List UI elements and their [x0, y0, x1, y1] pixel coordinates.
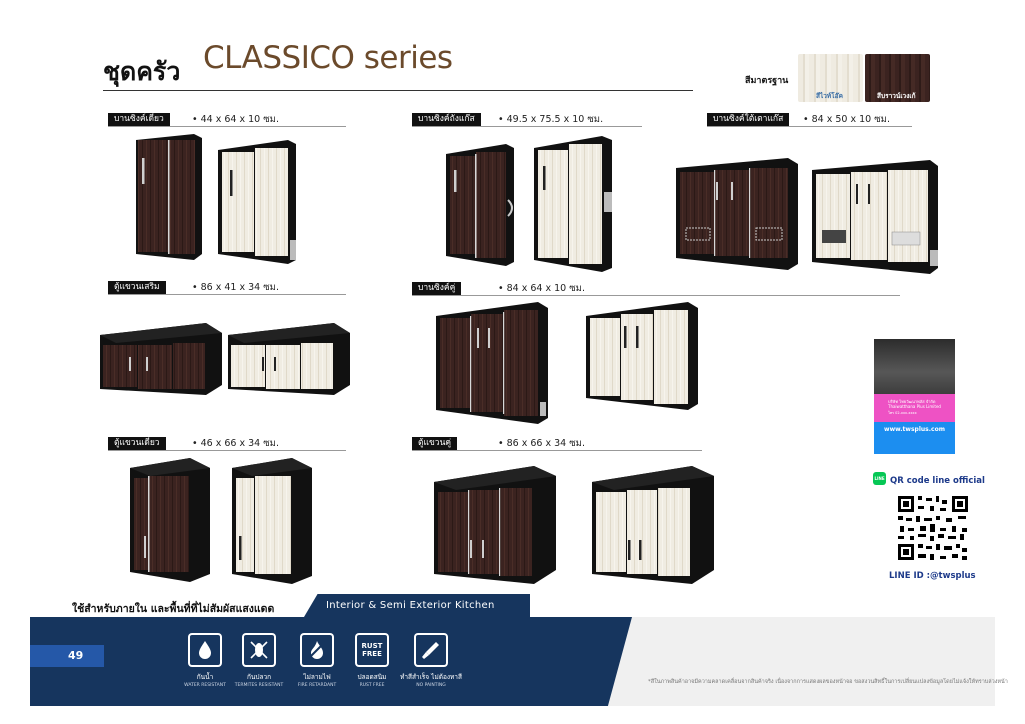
product-dimensions: • 86 x 41 x 34 ซม. [192, 282, 279, 293]
company-ad-banner[interactable]: บริษัท ไทยวัฒนาพลัส จำกัด Thaiwatthana P… [874, 339, 955, 454]
feature-label-thai: ไม่ลามไฟ [303, 673, 331, 681]
water-drop-icon [188, 633, 222, 667]
ad-url-block: www.twsplus.com [874, 422, 955, 454]
ad-contact: โทร 02-xxx-xxxx [888, 411, 917, 415]
line-qr-code[interactable] [896, 494, 970, 562]
product-name: บานซิงค์ถังแก๊ส [412, 113, 481, 126]
feature-label-english: FIRE RETARDANT [297, 683, 337, 688]
feature-no-painting: ทำสีสำเร็จ ไม่ต้องทาสี NO PAINTING [396, 633, 466, 688]
product-dimensions: • 44 x 64 x 10 ซม. [192, 114, 279, 125]
product-name: ตู้แขวนคู่ [412, 437, 458, 450]
feature-label-english: TERMITES RESISTANT [234, 683, 284, 688]
rust-free-icon: RUST FREE [355, 633, 389, 667]
swatch-white-oak [798, 54, 863, 102]
ad-url: www.twsplus.com [884, 426, 945, 433]
swatch-brown-wenge [865, 54, 930, 102]
ad-company-block: บริษัท ไทยวัฒนาพลัส จำกัด Thaiwatthana P… [874, 394, 955, 422]
cabinet-extra-wall-light [228, 323, 350, 395]
cabinet-single-sink-dark [132, 134, 204, 260]
feature-label-english: RUST FREE [359, 683, 385, 688]
cabinet-double-sink-light [586, 302, 700, 410]
product-dimensions: • 84 x 50 x 10 ซม. [803, 114, 890, 125]
cabinet-under-stove-light [812, 160, 940, 274]
spec-rule [412, 295, 900, 296]
usage-tab [304, 594, 530, 617]
product-name: บานซิงค์เดี่ยว [108, 113, 170, 126]
feature-label-thai: กันปลวก [246, 673, 272, 681]
footer-grey-band [600, 617, 995, 706]
line-app-icon: LINE [873, 472, 886, 485]
qr-code-title: QR code line official [890, 476, 985, 486]
swatch-brown-wenge-label: สีบราวน์เวงเก้ [877, 92, 916, 100]
feature-fire-retardant: ไม่ลามไฟ FIRE RETARDANT [282, 633, 352, 688]
spec-rule [108, 450, 346, 451]
spec-rule [412, 126, 642, 127]
product-name: ตู้แขวนเสริม [108, 281, 166, 294]
cabinet-double-wall-light [592, 466, 716, 584]
product-dimensions: • 84 x 64 x 10 ซม. [498, 283, 585, 294]
standard-colors-label: สีมาตรฐาน [745, 76, 789, 86]
spec-rule [412, 450, 702, 451]
feature-rust-free: RUST FREE ปลอดสนิม RUST FREE [337, 633, 407, 688]
ad-company-name-en: Thaiwatthana Plus Limited [888, 404, 941, 409]
usage-note-english: Interior & Semi Exterior Kitchen [326, 600, 495, 611]
color-disclaimer: *สีในภาพสินค้าอาจมีความคลาดเคลื่อนจากสิน… [648, 679, 1008, 685]
rust-free-icon-text: RUST FREE [361, 642, 383, 658]
feature-label-english: WATER RESISTANT [184, 683, 226, 688]
warehouse-photo [874, 339, 955, 394]
spec-rule [108, 126, 346, 127]
termite-icon [242, 633, 276, 667]
spec-rule [707, 126, 912, 127]
paint-brush-icon [414, 633, 448, 667]
footer-navy-band [30, 617, 632, 706]
feature-label-thai: ทำสีสำเร็จ ไม่ต้องทาสี [400, 673, 462, 681]
feature-label-english: NO PAINTING [416, 683, 446, 688]
line-id: LINE ID :@twsplus [889, 571, 976, 581]
cabinet-extra-wall-dark [100, 323, 222, 395]
page-number: 49 [30, 645, 104, 667]
product-dimensions: • 49.5 x 75.5 x 10 ซม. [498, 114, 604, 125]
feature-water-resistant: กันน้ำ WATER RESISTANT [170, 633, 240, 688]
cabinet-double-sink-dark [436, 302, 550, 424]
cabinet-single-wall-light [232, 458, 314, 584]
product-dimensions: • 46 x 66 x 34 ซม. [192, 438, 279, 449]
swatch-white-oak-label: สีไวท์โอ๊ค [816, 92, 843, 100]
usage-note-thai: ใช้สำหรับภายใน และพื้นที่ที่ไม่สัมผัสแสง… [72, 603, 275, 615]
cabinet-gas-tank-light [534, 136, 614, 272]
ad-company-name: บริษัท ไทยวัฒนาพลัส จำกัด [888, 399, 936, 404]
flame-icon [300, 633, 334, 667]
product-name: ตู้แขวนเดี่ยว [108, 437, 166, 450]
feature-termite-resistant: กันปลวก TERMITES RESISTANT [224, 633, 294, 688]
cabinet-single-wall-dark [130, 458, 212, 582]
cabinet-gas-tank-dark [446, 144, 516, 266]
page-title-thai: ชุดครัว [103, 57, 181, 86]
cabinet-double-wall-dark [434, 466, 558, 584]
cabinet-under-stove-dark [676, 158, 800, 270]
feature-label-thai: กันน้ำ [196, 673, 214, 681]
product-dimensions: • 86 x 66 x 34 ซม. [498, 438, 585, 449]
cabinet-single-sink-light [218, 140, 296, 264]
product-name: บานซิงค์คู่ [412, 282, 462, 295]
page-title-series: CLASSICO series [203, 40, 453, 76]
feature-label-thai: ปลอดสนิม [357, 673, 387, 681]
spec-rule [108, 294, 346, 295]
title-divider [103, 90, 693, 91]
product-name: บานซิงค์ใต้เตาแก๊ส [707, 113, 790, 126]
